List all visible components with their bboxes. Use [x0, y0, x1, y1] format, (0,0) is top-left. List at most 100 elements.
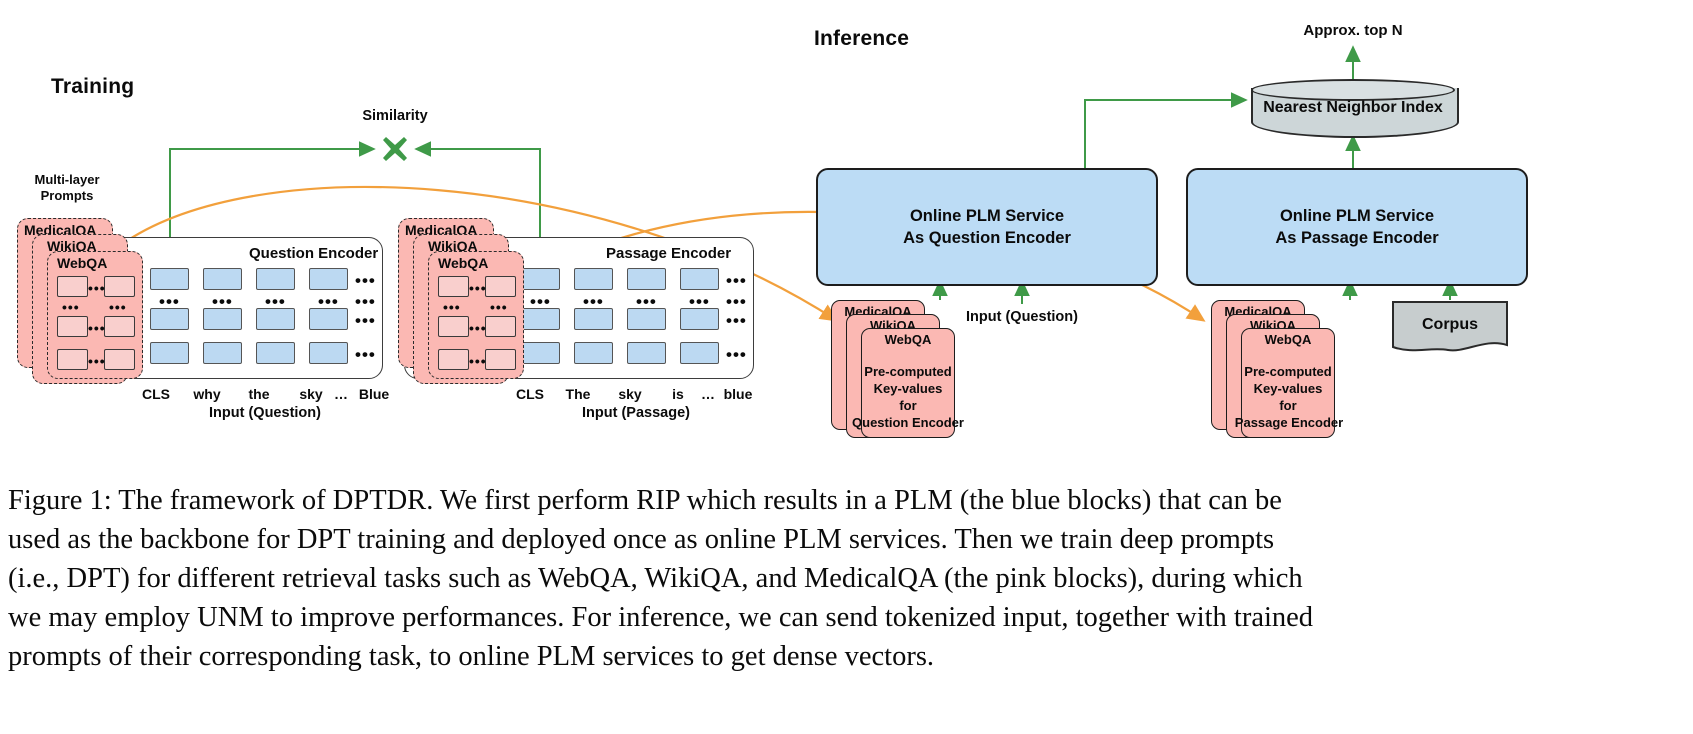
prompt-cell — [485, 276, 516, 297]
prompt-cell — [104, 349, 135, 370]
encoder-cell — [627, 268, 666, 290]
kv-body-line3: for — [1279, 398, 1297, 413]
corpus-label: Corpus — [1422, 316, 1478, 333]
passage-input-label: Input (Passage) — [582, 405, 690, 421]
similarity-label: Similarity — [362, 108, 428, 124]
passage-token: … — [701, 386, 715, 402]
encoder-cell — [150, 268, 189, 290]
question-encoder-title: Question Encoder — [249, 245, 379, 262]
caption-line-5: prompts of their corresponding task, to … — [8, 640, 935, 672]
encoder-cell — [627, 308, 666, 330]
prompt-card-wikiqa-label: WikiQA — [428, 238, 478, 254]
encoder-cell — [203, 342, 242, 364]
caption-line-4: we may employ UNM to improve performance… — [8, 601, 1314, 633]
multi-layer-prompts-label-line2: Prompts — [40, 188, 94, 203]
encoder-cell — [680, 268, 719, 290]
passage-encoder-title: Passage Encoder — [606, 245, 732, 262]
prompt-card-webqa-label: WebQA — [57, 255, 108, 271]
caption-line-1: Figure 1: The framework of DPTDR. We fir… — [8, 485, 1282, 516]
grid-ellipsis: ••• — [689, 292, 710, 311]
grid-ellipsis: ••• — [636, 292, 657, 311]
figure-canvas: Training Inference Similarity Multi-laye… — [17, 22, 1528, 438]
encoder-cell — [574, 268, 613, 290]
grid-ellipsis: ••• — [490, 299, 508, 315]
passage-service-line1: Online PLM Service — [1279, 206, 1435, 225]
prompt-card-wikiqa-label: WikiQA — [47, 238, 97, 254]
passage-token: is — [672, 386, 684, 402]
multi-layer-prompts-label-line1: Multi-layer — [34, 172, 100, 187]
grid-ellipsis: ••• — [109, 299, 127, 315]
online-plm-service-question[interactable]: Online PLM Service As Question Encoder — [816, 168, 1158, 286]
corpus-shape — [1390, 300, 1510, 356]
grid-ellipsis: ••• — [469, 353, 487, 369]
inference-section-title: Inference — [814, 27, 910, 50]
prompt-cell — [438, 316, 469, 337]
encoder-cell — [256, 342, 295, 364]
passage-token: blue — [723, 386, 753, 402]
encoder-cell — [309, 268, 348, 290]
encoder-cell — [627, 342, 666, 364]
encoder-cell — [256, 308, 295, 330]
grid-ellipsis: ••• — [726, 292, 747, 311]
kv-body-line2: Key-values — [1253, 381, 1323, 396]
grid-ellipsis: ••• — [726, 311, 747, 330]
question-input-label: Input (Question) — [209, 405, 321, 421]
kv-body-line1: Pre-computed — [1244, 364, 1332, 379]
question-token: CLS — [142, 386, 170, 402]
training-section-title: Training — [51, 75, 135, 98]
grid-ellipsis: ••• — [265, 292, 286, 311]
grid-ellipsis: ••• — [726, 345, 747, 364]
encoder-cell — [521, 342, 560, 364]
grid-ellipsis: ••• — [88, 353, 106, 369]
kv-card-webqa — [861, 328, 955, 438]
nearest-neighbor-index-label: Nearest Neighbor Index — [1263, 99, 1443, 116]
encoder-cell — [680, 308, 719, 330]
passage-token: The — [565, 386, 591, 402]
passage-service-line2: As Passage Encoder — [1275, 229, 1439, 247]
approx-top-n-label: Approx. top N — [1303, 22, 1403, 39]
inference-input-question-label: Input (Question) — [966, 309, 1078, 325]
grid-ellipsis: ••• — [355, 271, 376, 290]
prompt-cell — [57, 276, 88, 297]
encoder-cell — [203, 268, 242, 290]
kv-body-line3: for — [899, 398, 917, 413]
encoder-cell — [574, 342, 613, 364]
question-token: the — [248, 386, 270, 402]
prompt-cell — [438, 349, 469, 370]
grid-ellipsis: ••• — [159, 292, 180, 311]
encoder-cell — [574, 308, 613, 330]
prompt-cell — [104, 316, 135, 337]
kv-body-line1: Pre-computed — [864, 364, 952, 379]
encoder-cell — [309, 342, 348, 364]
prompt-cell — [438, 276, 469, 297]
prompt-cell — [57, 316, 88, 337]
grid-ellipsis: ••• — [88, 320, 106, 336]
kv-card-webqa-label: WebQA — [884, 332, 932, 347]
multiply-x-icon — [380, 134, 410, 164]
caption-line-3: (i.e., DPT) for different retrieval task… — [8, 562, 1303, 594]
encoder-cell — [150, 342, 189, 364]
encoder-cell — [256, 268, 295, 290]
grid-ellipsis: ••• — [355, 311, 376, 330]
kv-body-line4: Passage Encoder — [1234, 415, 1344, 430]
passage-token: sky — [618, 386, 642, 402]
encoder-cell — [150, 308, 189, 330]
grid-ellipsis: ••• — [469, 280, 487, 296]
passage-token: CLS — [516, 386, 544, 402]
question-token: Blue — [358, 386, 390, 402]
grid-ellipsis: ••• — [443, 299, 461, 315]
grid-ellipsis: ••• — [469, 320, 487, 336]
kv-card-webqa-label: WebQA — [1264, 332, 1312, 347]
question-token: why — [193, 386, 221, 402]
online-plm-service-passage[interactable]: Online PLM Service As Passage Encoder — [1186, 168, 1528, 286]
question-service-line2: As Question Encoder — [903, 229, 1071, 247]
encoder-cell — [521, 308, 560, 330]
grid-ellipsis: ••• — [726, 271, 747, 290]
encoder-cell — [309, 308, 348, 330]
kv-body-line2: Key-values — [873, 381, 943, 396]
encoder-cell — [521, 268, 560, 290]
caption-line-2: used as the backbone for DPT training an… — [8, 523, 1275, 555]
prompt-cell — [485, 349, 516, 370]
prompt-cell — [485, 316, 516, 337]
prompt-card-webqa-label: WebQA — [438, 255, 489, 271]
